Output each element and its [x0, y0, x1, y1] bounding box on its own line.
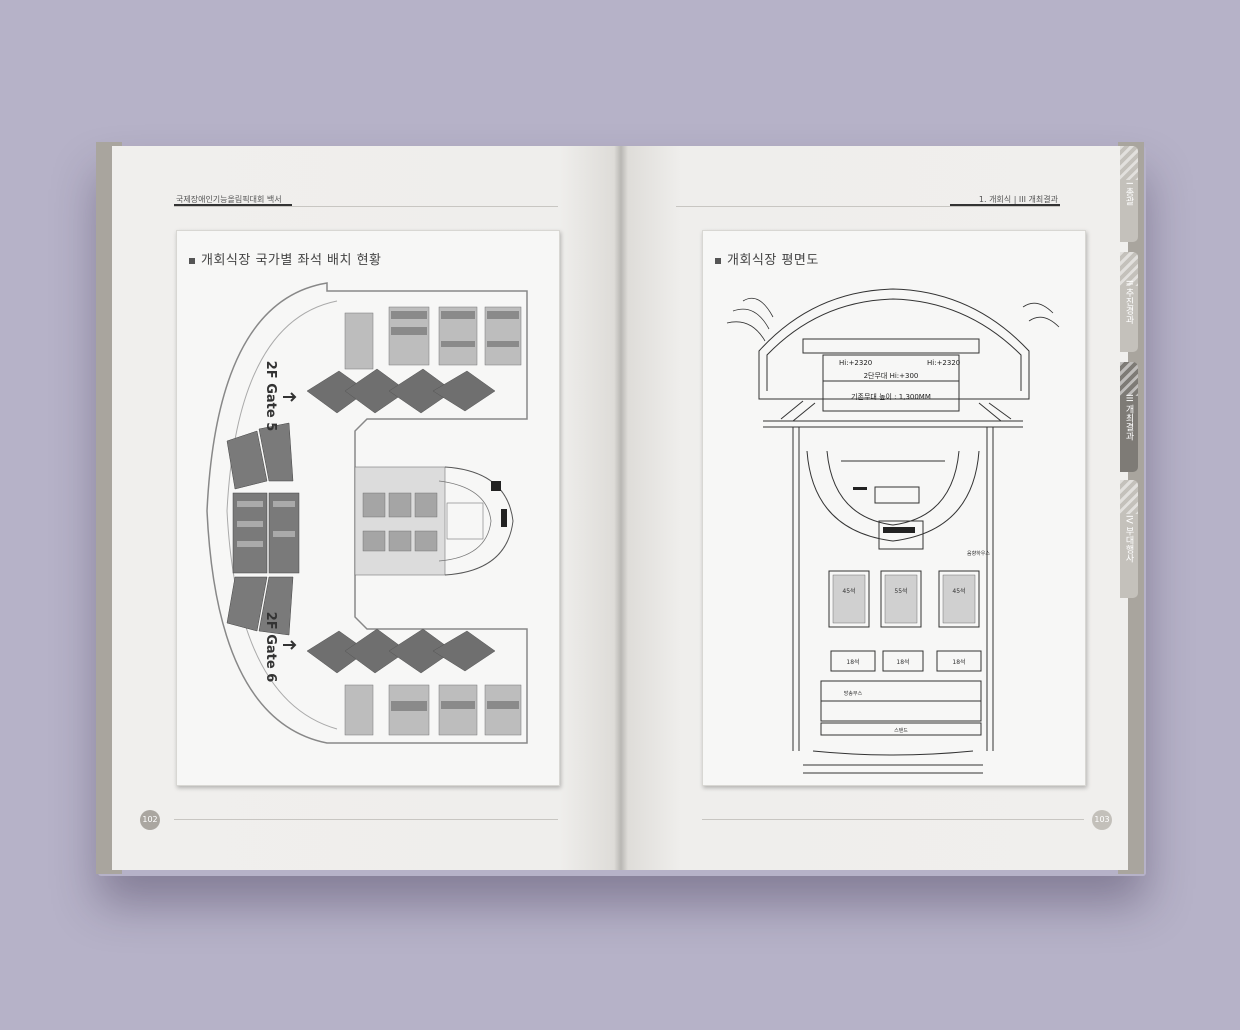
left-running-head: 국제장애인기능올림픽대회 백서 [176, 195, 282, 204]
plan-seats-45b: 45석 [952, 587, 965, 595]
floor-plan-diagram: Hi:+2320 Hi:+2320 2단무대 Hi:+300 기존무대 높이 :… [726, 288, 1060, 774]
plan-stage-height-label: 기존무대 높이 : 1,300MM [851, 392, 931, 401]
plan-seats-18c: 18석 [952, 658, 965, 666]
right-head-rule [676, 206, 1060, 207]
floorplan-panel-title: 개회식장 평면도 [715, 249, 819, 268]
plan-seats-18a: 18석 [846, 658, 859, 666]
floorplan-panel: 개회식장 평면도 [702, 230, 1086, 786]
tab-stripe [1120, 362, 1138, 396]
bullet-square-icon [715, 257, 721, 264]
seating-panel-title: 개회식장 국가별 좌석 배치 현황 [189, 249, 382, 268]
plan-seats-45a: 45석 [842, 587, 855, 595]
tab-stripe [1120, 480, 1138, 514]
tab-chapter-2[interactable]: II 추진경과 [1120, 252, 1138, 352]
tab-chapter-3-label: III 개최결과 [1123, 393, 1134, 441]
tab-chapter-2-label: II 추진경과 [1123, 279, 1134, 325]
tab-stripe [1120, 146, 1138, 180]
plan-seats-18b: 18석 [896, 658, 909, 666]
tab-chapter-4[interactable]: IV 부대행사 [1120, 480, 1138, 598]
plan-stage2-label: 2단무대 Hi:+300 [864, 371, 919, 380]
right-footer-rule [702, 819, 1084, 820]
tab-stripe [1120, 252, 1138, 286]
bullet-square-icon [189, 257, 195, 264]
left-page: 국제장애인기능올림픽대회 백서 개회식장 국가별 좌석 배치 현황 [112, 146, 620, 870]
left-footer-rule [174, 819, 558, 820]
plan-broadcast-booth-label: 방송부스 [844, 690, 863, 697]
gate-5-label: 2F Gate 5 [263, 361, 278, 432]
tab-chapter-1-label: I 총괄 [1123, 182, 1134, 206]
plan-mixer-label: 음향하우스 [967, 550, 990, 557]
plan-hi-left-label: Hi:+2320 [839, 359, 872, 367]
floorplan-title-text: 개회식장 평면도 [727, 253, 819, 268]
plan-hi-right-label: Hi:+2320 [927, 359, 960, 367]
seating-panel: 개회식장 국가별 좌석 배치 현황 [176, 230, 560, 786]
plan-stand-label: 스탠드 [894, 727, 908, 734]
seating-title-text: 개회식장 국가별 좌석 배치 현황 [201, 253, 382, 268]
left-head-rule-accent [174, 204, 292, 206]
tab-chapter-3[interactable]: III 개최결과 [1120, 362, 1138, 472]
left-page-number: 102 [140, 810, 160, 830]
tab-chapter-1[interactable]: I 총괄 [1120, 146, 1138, 242]
seating-chart-diagram: 2F Gate 5 2F Gate 6 [206, 282, 528, 744]
right-running-head: 1. 개회식 | III 개최결과 [978, 195, 1058, 204]
tab-chapter-4-label: IV 부대행사 [1123, 515, 1134, 563]
right-page: 1. 개회식 | III 개최결과 개회식장 평면도 [620, 146, 1128, 870]
left-head-rule [174, 206, 558, 207]
gate-6-label: 2F Gate 6 [263, 612, 278, 683]
right-page-number: 103 [1092, 810, 1112, 830]
right-head-rule-accent [950, 204, 1060, 206]
plan-seats-55: 55석 [894, 587, 907, 595]
book-gutter-shadow [614, 146, 628, 870]
